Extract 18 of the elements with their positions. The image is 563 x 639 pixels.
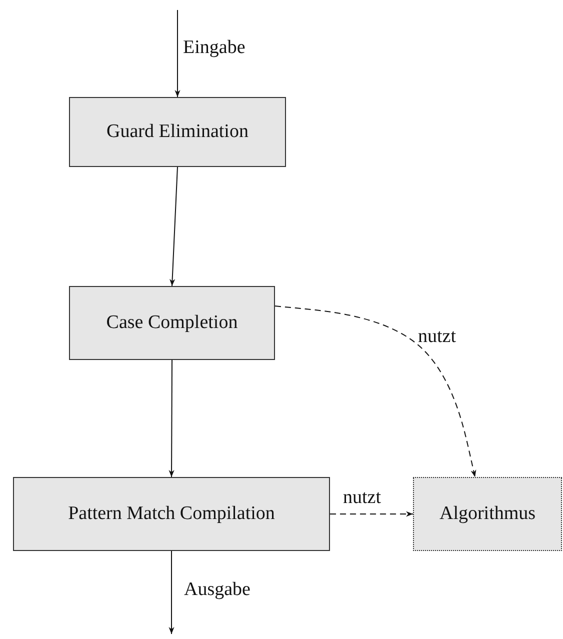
edge-label: Eingabe [183,37,246,59]
arrow [170,166,178,286]
arrow [274,306,476,478]
edge-label: Ausgabe [184,579,250,601]
arrow [330,511,414,517]
arrow [174,10,180,98]
edge-label: nutzt [418,326,456,348]
arrow [168,360,174,478]
edge-label: nutzt [343,487,381,509]
process-box [413,477,562,551]
box-label: Guard Elimination [106,121,248,143]
box-label: Algorithmus [439,503,536,525]
process-box [69,286,275,360]
process-box [13,477,330,551]
box-label: Case Completion [106,312,238,334]
arrow [168,550,174,634]
box-label: Pattern Match Compilation [68,503,275,525]
process-box [69,97,286,167]
